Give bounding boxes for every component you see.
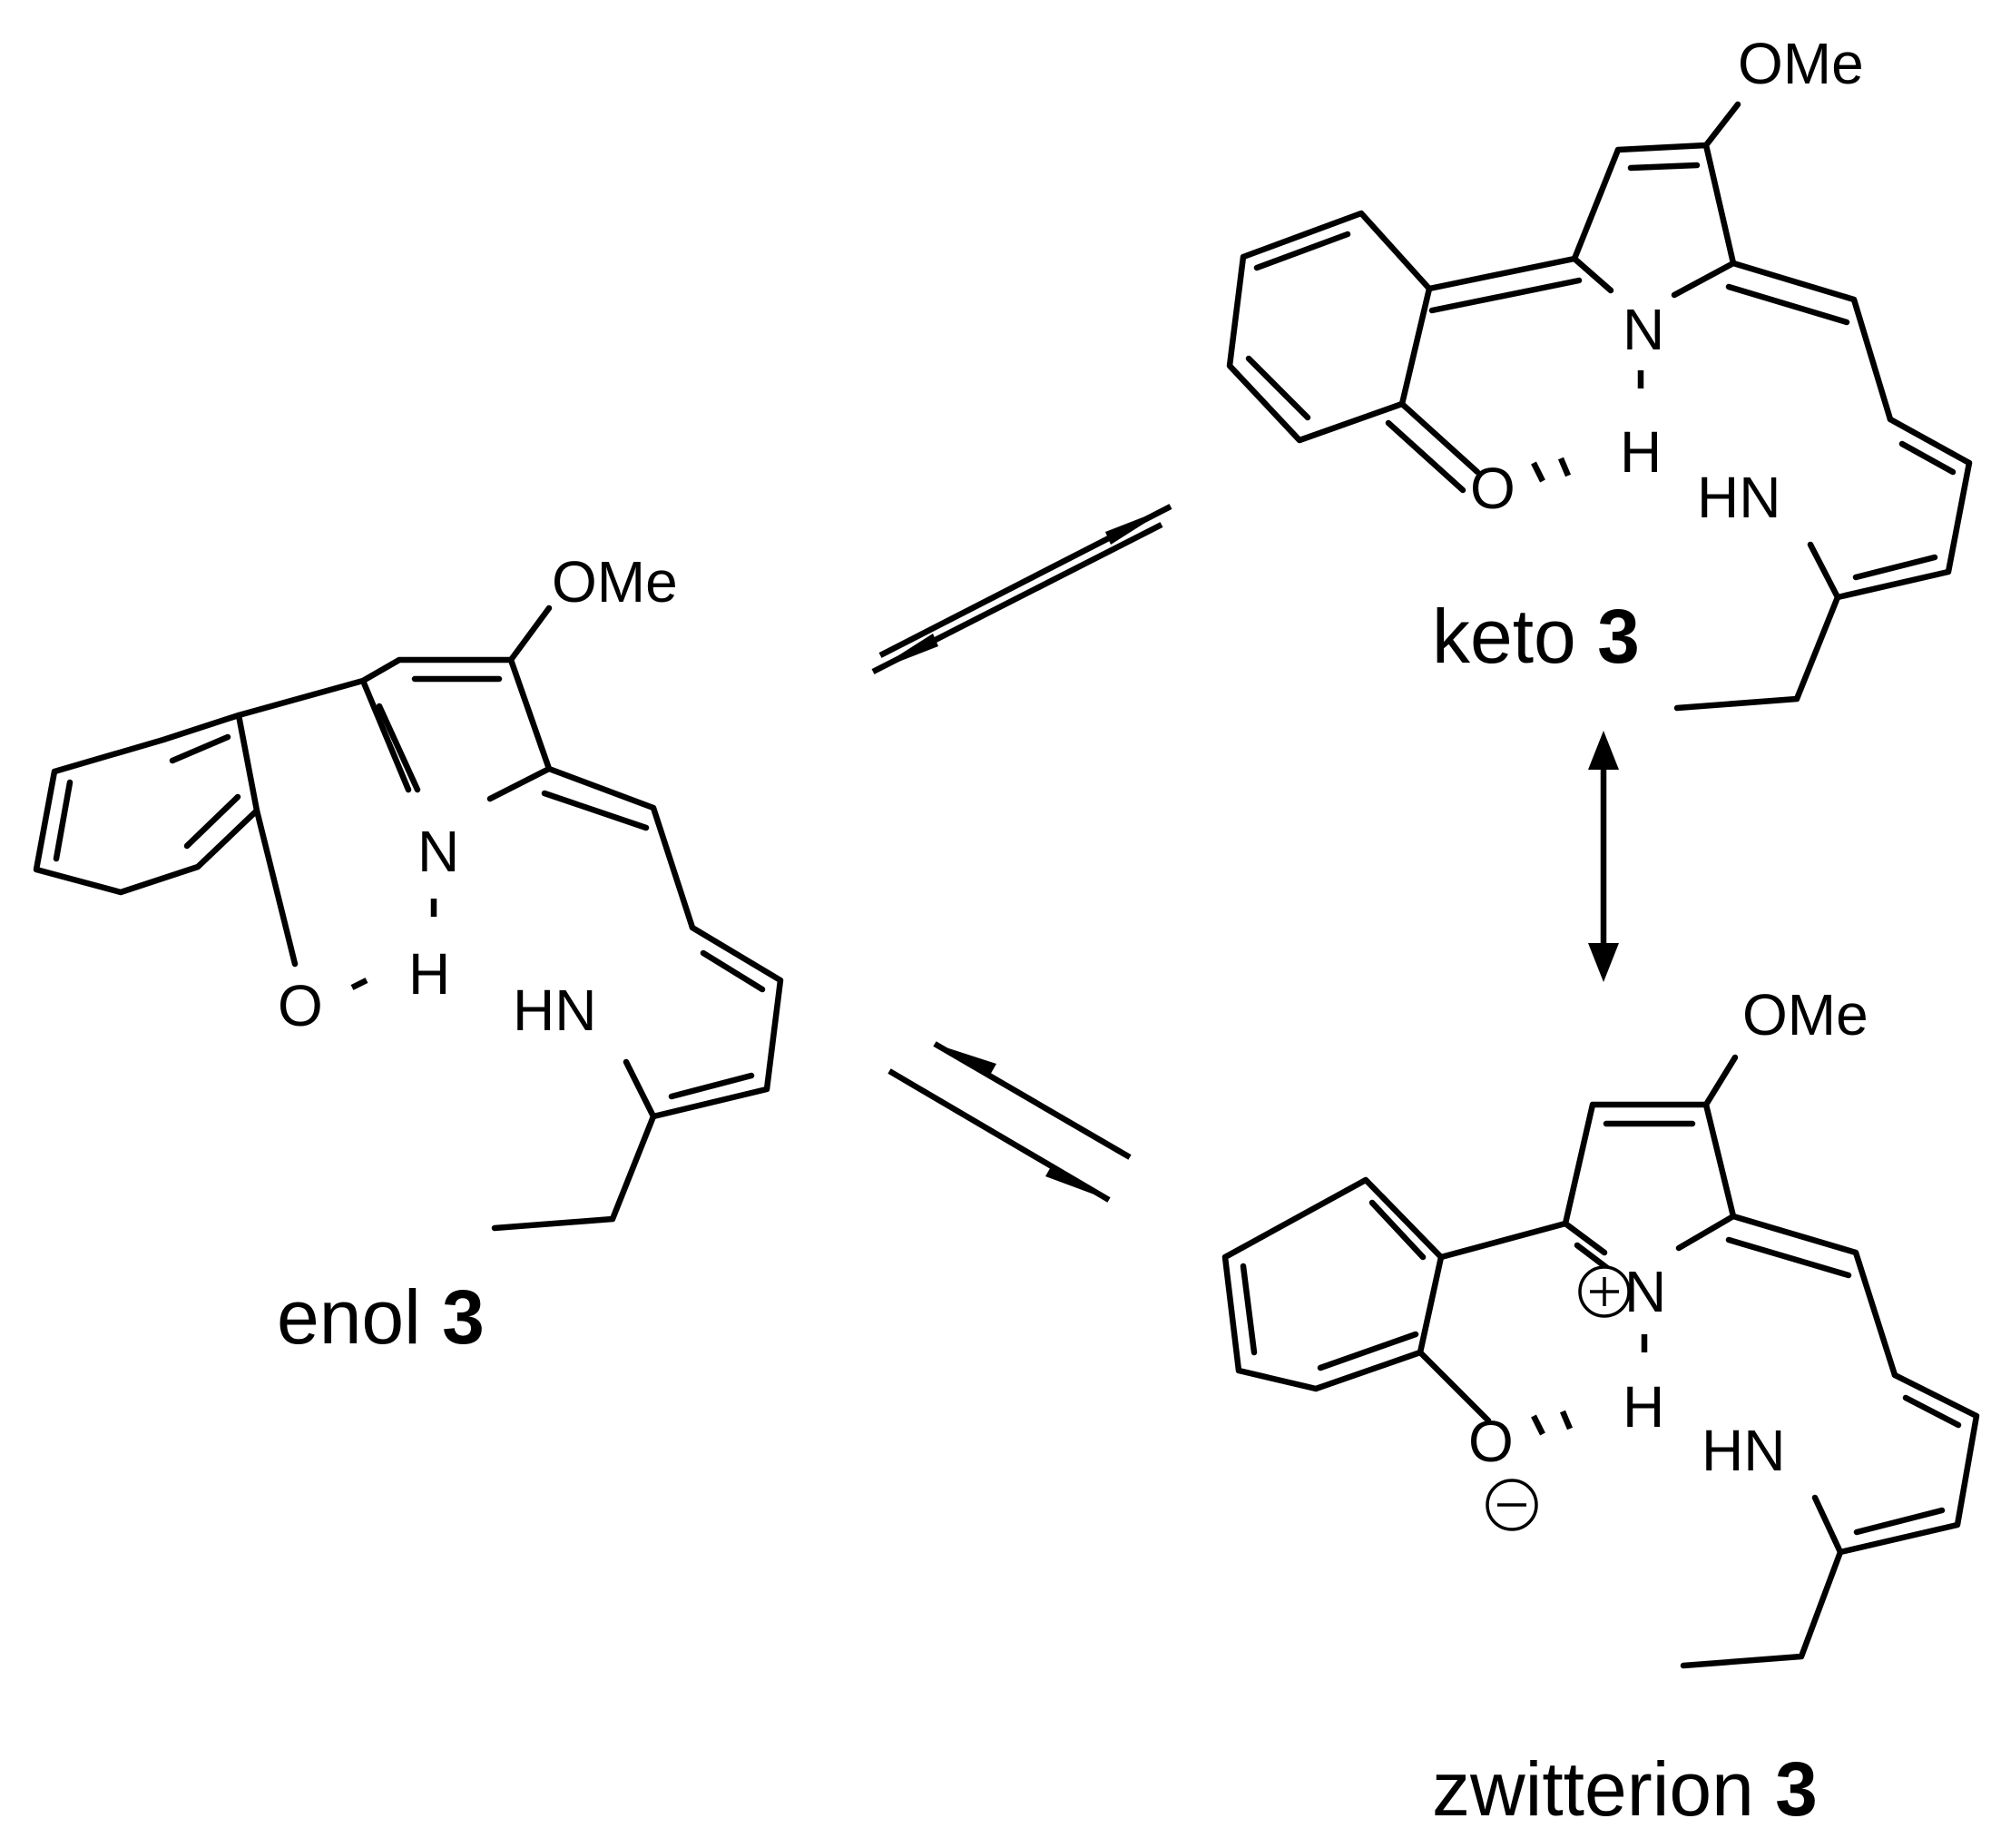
enol-methine: [541, 765, 696, 931]
enol-o-label: O: [278, 973, 323, 1038]
enol-oh-bond: [253, 807, 299, 968]
enol-central-inner-bonds: [376, 675, 503, 793]
enol-hn-label: HN: [513, 978, 596, 1043]
enol-n-label: N: [417, 819, 459, 884]
keto-central-inner-bonds: [1627, 162, 1701, 172]
enol-oh-hbond: [350, 978, 368, 990]
keto-hn-label: HN: [1697, 465, 1780, 530]
keto-o-label: O: [1470, 456, 1515, 521]
keto-caption-number: 3: [1597, 594, 1640, 679]
zwitterion-ome-label: OMe: [1742, 982, 1868, 1047]
zwitterion-caption-text: zwitterion: [1432, 1746, 1775, 1832]
enol-lower-inner-bonds: [668, 949, 766, 1100]
keto-exocyclic-double: [1426, 255, 1583, 314]
keto-methine: [1725, 260, 1894, 423]
enol-ome-bond: [507, 605, 553, 664]
keto-ome-bond: [1702, 101, 1741, 149]
keto-n-label: N: [1623, 297, 1664, 362]
zwitterion-caption-number: 3: [1775, 1746, 1818, 1832]
zwitterion-benzene-inner-bonds: [1240, 1199, 1427, 1371]
keto-caption: keto 3: [1432, 594, 1640, 679]
enol-lower-ring: [623, 924, 784, 1120]
enol-aryl-bond: [235, 677, 367, 719]
zwitterion-hn-label: HN: [1702, 1418, 1785, 1483]
equilibrium-arrow-enol-keto: [871, 504, 1172, 674]
enol-structure: OMe N H O HN enol 3: [33, 549, 784, 1360]
keto-lower-inner-bonds: [1852, 440, 1957, 581]
enol-caption-text: enol: [277, 1274, 442, 1360]
enol-h-label: H: [408, 941, 450, 1007]
keto-caption-text: keto: [1432, 594, 1597, 679]
enol-caption-number: 3: [442, 1274, 485, 1360]
zwitterion-ome-bond: [1702, 1054, 1739, 1108]
keto-ethyl: [1673, 594, 1841, 712]
zwitterion-n-label: N: [1624, 1259, 1666, 1324]
negative-charge-icon: [1486, 1479, 1538, 1531]
zwitterion-caption: zwitterion 3: [1432, 1746, 1818, 1832]
enol-ome-label: OMe: [552, 549, 678, 614]
zwitterion-methine: [1725, 1213, 1898, 1379]
equilibrium-arrow-enol-zwitterion: [888, 1041, 1132, 1203]
keto-oh-hbond-1: [1531, 461, 1545, 483]
resonance-arrow: [1588, 731, 1619, 982]
zwitterion-structure: OMe N H O HN zwitterion 3: [1221, 982, 1980, 1832]
zwitterion-lower-inner-bonds: [1853, 1394, 1962, 1536]
keto-structure: OMe N H O HN keto 3: [1226, 31, 1973, 712]
keto-co-double: [1385, 400, 1481, 494]
zwitterion-co-bond: [1417, 1349, 1492, 1424]
zwitterion-oh-hbond-1: [1531, 1414, 1545, 1436]
keto-quinoid-ring: [1226, 210, 1433, 444]
zwitterion-benzene-ring: [1221, 1176, 1445, 1392]
enol-caption: enol 3: [277, 1274, 485, 1360]
enol-benzene-inner-bonds: [53, 733, 241, 862]
zwitterion-aryl-bond: [1437, 1220, 1569, 1261]
keto-oh-hbond-2: [1558, 457, 1571, 477]
enol-ethyl: [491, 1113, 657, 1232]
zwitterion-oh-hbond-2: [1560, 1410, 1573, 1430]
zwitterion-ethyl: [1680, 1548, 1844, 1669]
keto-lower-ring: [1807, 416, 1973, 601]
zwitterion-h-label: H: [1623, 1374, 1664, 1440]
keto-quinoid-inner-bonds: [1245, 231, 1351, 421]
keto-ome-label: OMe: [1738, 31, 1864, 96]
enol-benzene-ring: [33, 712, 260, 896]
zwitterion-o-label: O: [1468, 1409, 1514, 1474]
keto-h-label: H: [1620, 419, 1662, 485]
zwitterion-lower-ring: [1811, 1371, 1980, 1556]
zwitterion-central-ring: [1562, 1101, 1737, 1256]
positive-charge-icon: [1578, 1265, 1631, 1318]
